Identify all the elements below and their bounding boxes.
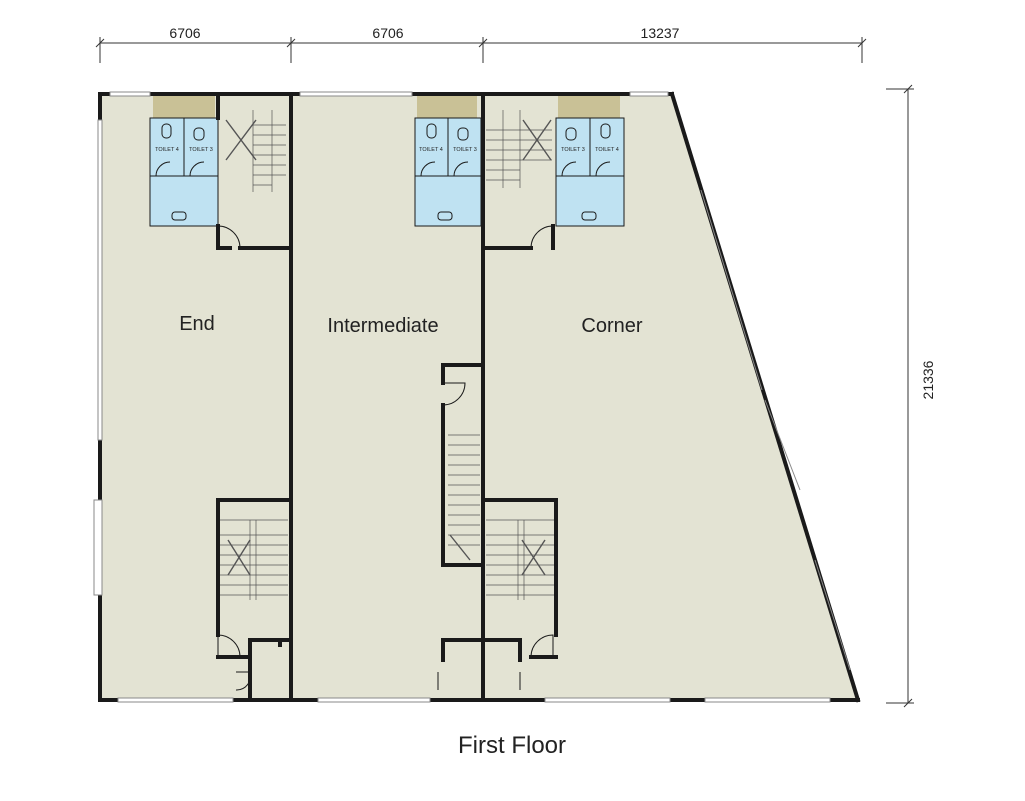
- duct-end: [153, 94, 215, 118]
- dimension-depth: 21336: [920, 360, 936, 399]
- window: [317, 697, 431, 703]
- floor-end: [100, 94, 291, 700]
- interior-walls: [216, 92, 558, 702]
- windows: [93, 91, 851, 703]
- toilet-label: TOILET 4: [595, 147, 619, 153]
- window: [704, 697, 831, 703]
- dimension-end-width: 6706: [169, 25, 200, 41]
- unit-label-corner: Corner: [581, 315, 642, 337]
- window: [109, 91, 151, 97]
- toilet-block-end: TOILET 4 TOILET 3: [149, 117, 219, 227]
- toilet-label: TOILET 3: [189, 147, 213, 153]
- duct-intermediate: [417, 94, 477, 118]
- toilet-label: TOILET 4: [419, 147, 443, 153]
- stair-end-bottom: [218, 519, 288, 600]
- unit-label-intermediate: Intermediate: [327, 315, 438, 337]
- top-dimension-line: 6706 6706 13237: [95, 25, 867, 63]
- dimension-intermediate-width: 6706: [372, 25, 403, 41]
- dimension-corner-width: 13237: [641, 25, 680, 41]
- toilet-block-intermediate: TOILET 4 TOILET 3: [414, 117, 482, 227]
- window: [544, 697, 671, 703]
- stair-end-top: [225, 110, 286, 192]
- floor-areas: [100, 94, 858, 700]
- window: [629, 91, 669, 97]
- toilet-block-corner: TOILET 3 TOILET 4: [555, 117, 625, 227]
- duct-corner: [558, 94, 620, 118]
- plan-title: First Floor: [458, 732, 566, 759]
- window: [93, 499, 103, 596]
- unit-label-end: End: [179, 313, 215, 335]
- toilet-label: TOILET 3: [453, 147, 477, 153]
- floor-corner: [483, 94, 858, 700]
- window: [97, 119, 103, 441]
- toilet-label: TOILET 4: [155, 147, 179, 153]
- toilet-label: TOILET 3: [561, 147, 585, 153]
- stair-intermediate-top: [486, 110, 552, 188]
- right-dimension-line: 21336: [886, 84, 936, 708]
- window: [299, 91, 413, 97]
- window: [700, 189, 763, 391]
- window: [814, 559, 851, 671]
- stair-intermediate-middle: [448, 434, 480, 561]
- window: [117, 697, 234, 703]
- stair-corner-bottom: [486, 519, 556, 600]
- window: [764, 399, 801, 491]
- floor-intermediate: [291, 94, 483, 700]
- service-ducts: [153, 94, 620, 118]
